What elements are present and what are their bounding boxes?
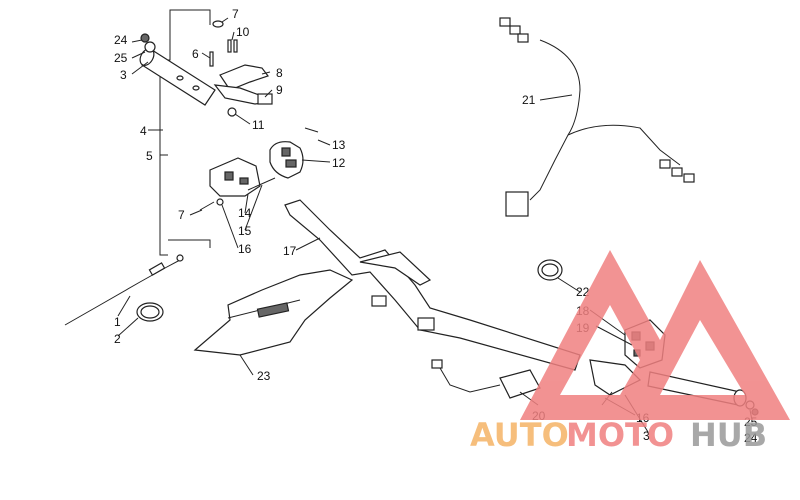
watermark-text-hub: HUB (690, 416, 767, 454)
brake-housing (199, 157, 276, 211)
callout-10: 10 (236, 25, 250, 39)
callout-21: 21 (522, 93, 536, 107)
callout-7-top: 7 (232, 7, 239, 21)
callout-7-mid: 7 (178, 208, 185, 222)
callout-24: 24 (114, 33, 128, 47)
callout-14: 14 (238, 206, 252, 220)
callout-1: 1 (114, 315, 121, 329)
throttle-cable (64, 254, 184, 326)
watermark-text-moto: MOTO (566, 416, 674, 454)
callout-8: 8 (276, 66, 283, 80)
right-clamp (537, 259, 563, 281)
right-brake-wire (431, 359, 541, 399)
callout-11: 11 (252, 118, 265, 132)
wire-harness (499, 17, 695, 217)
left-grip (139, 48, 216, 106)
callout-3: 3 (120, 68, 127, 82)
callout-12: 12 (332, 156, 346, 170)
callout-2: 2 (114, 332, 121, 346)
callout-23: 23 (257, 369, 271, 383)
end-cap-left (140, 33, 156, 53)
watermark-text-auto: AUTO (470, 416, 569, 454)
handlebar-pad (193, 269, 354, 356)
throttle-lever-assembly (209, 20, 273, 117)
callout-9: 9 (276, 83, 283, 97)
watermark-logo: AUTO MOTO HUB (470, 250, 790, 454)
callout-6: 6 (192, 47, 199, 61)
callout-5: 5 (146, 149, 153, 163)
switch-housing (269, 127, 319, 179)
callout-25: 25 (114, 51, 128, 65)
callout-17: 17 (283, 244, 297, 258)
callout-3-right: 3 (643, 429, 650, 443)
watermark-triangles-icon (520, 250, 790, 420)
callout-4: 4 (140, 124, 147, 138)
callout-16-left: 16 (238, 242, 252, 256)
callout-15: 15 (238, 224, 252, 238)
callout-24-right: 24 (744, 431, 758, 445)
callout-13: 13 (332, 138, 346, 152)
